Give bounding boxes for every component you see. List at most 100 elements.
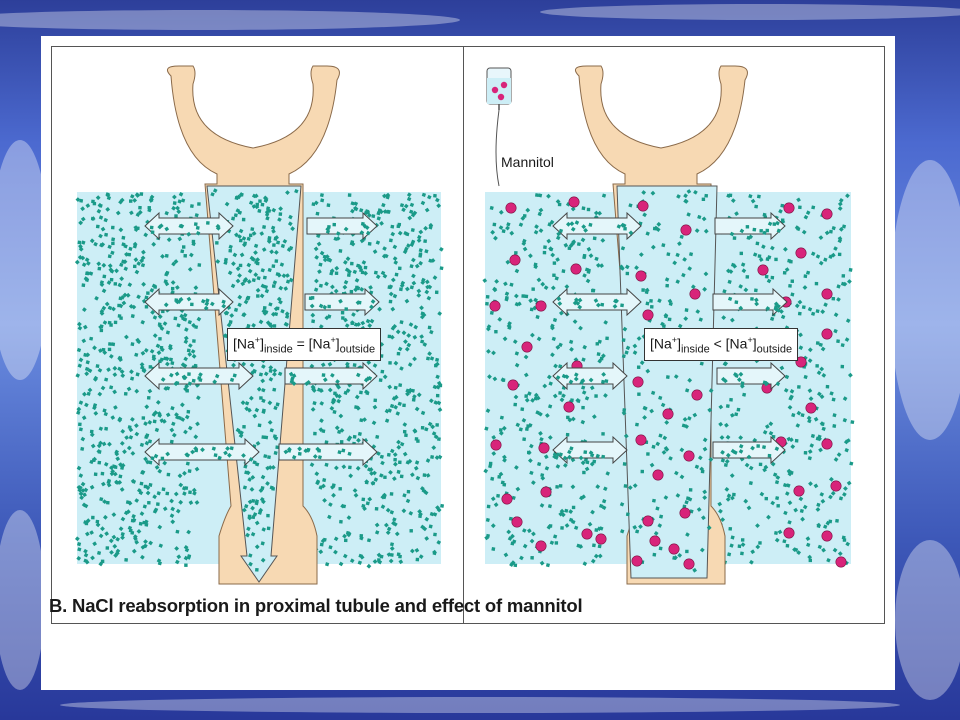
na-dot [514,251,518,255]
na-dot [789,259,793,264]
na-dot [182,491,187,496]
na-dot [112,389,118,395]
na-dot [140,544,146,550]
na-dot [343,538,348,543]
na-dot [527,391,532,396]
na-dot [745,225,750,229]
na-dot [376,552,382,558]
na-dot [180,249,185,254]
na-dot [601,505,607,510]
na-dot [830,490,836,496]
na-dot [817,434,822,439]
mannitol-dot [489,300,501,312]
na-dot [433,532,437,537]
na-dot [83,552,89,558]
na-dot [95,522,101,528]
na-dot [184,547,190,553]
na-dot [590,558,596,564]
na-dot [341,448,346,453]
na-dot [104,232,109,237]
na-dot [538,411,543,417]
na-dot [99,497,104,502]
na-dot [831,397,836,402]
na-dot [130,451,136,456]
na-dot [122,449,127,455]
na-dot [764,496,768,501]
mannitol-dot [680,224,692,236]
na-dot [510,541,515,546]
na-dot [338,561,344,567]
na-dot [847,372,853,378]
na-dot [96,443,102,449]
na-dot [210,192,215,197]
na-dot [729,231,735,237]
na-dot [265,465,271,471]
na-dot [504,291,510,296]
na-dot [522,238,527,244]
na-dot [84,402,89,408]
na-dot [593,298,599,303]
na-dot [806,415,812,421]
na-dot [366,538,372,543]
na-dot [196,316,202,322]
na-dot [821,547,826,553]
na-dot [237,294,243,300]
na-dot [145,459,150,465]
na-dot [522,246,528,252]
na-dot [533,297,538,303]
na-dot [235,427,241,433]
na-dot [333,465,339,471]
na-dot [223,450,228,456]
na-dot [186,409,191,414]
na-dot [123,244,128,249]
na-dot [729,473,735,478]
na-dot [234,232,239,238]
na-dot [114,551,120,556]
na-dot [172,201,177,205]
na-dot [227,270,233,276]
na-dot [423,239,428,244]
na-dot [586,207,591,212]
na-dot [135,372,140,377]
na-dot [144,295,149,300]
na-dot [242,485,248,490]
na-dot [820,422,825,426]
na-dot [182,363,188,369]
na-dot [435,357,440,362]
na-dot [616,224,622,229]
na-dot [107,347,112,352]
na-dot [829,391,834,396]
na-dot [734,211,739,216]
na-dot [162,460,168,466]
na-dot [750,445,755,451]
na-dot [433,400,438,405]
na-dot [81,415,87,421]
na-dot [386,526,392,532]
na-dot [388,558,394,564]
na-dot [706,525,712,531]
na-dot [504,297,509,302]
na-dot [246,279,252,285]
na-dot [396,224,401,229]
na-dot [280,243,285,249]
na-dot [552,317,558,323]
na-dot [142,504,147,509]
na-dot [354,394,360,400]
na-dot [621,354,626,359]
na-dot [252,512,258,517]
na-dot [569,347,574,352]
na-dot [515,422,521,428]
na-dot [754,301,760,307]
na-dot [286,446,292,452]
na-dot [153,285,158,289]
na-dot [136,339,142,345]
na-dot [663,495,669,500]
na-dot [577,297,583,303]
na-dot [775,381,781,387]
na-dot [801,305,806,310]
na-dot [370,481,376,486]
na-dot [224,201,230,207]
na-dot [843,486,848,491]
mannitol-dot [821,208,833,220]
na-dot [113,465,118,470]
